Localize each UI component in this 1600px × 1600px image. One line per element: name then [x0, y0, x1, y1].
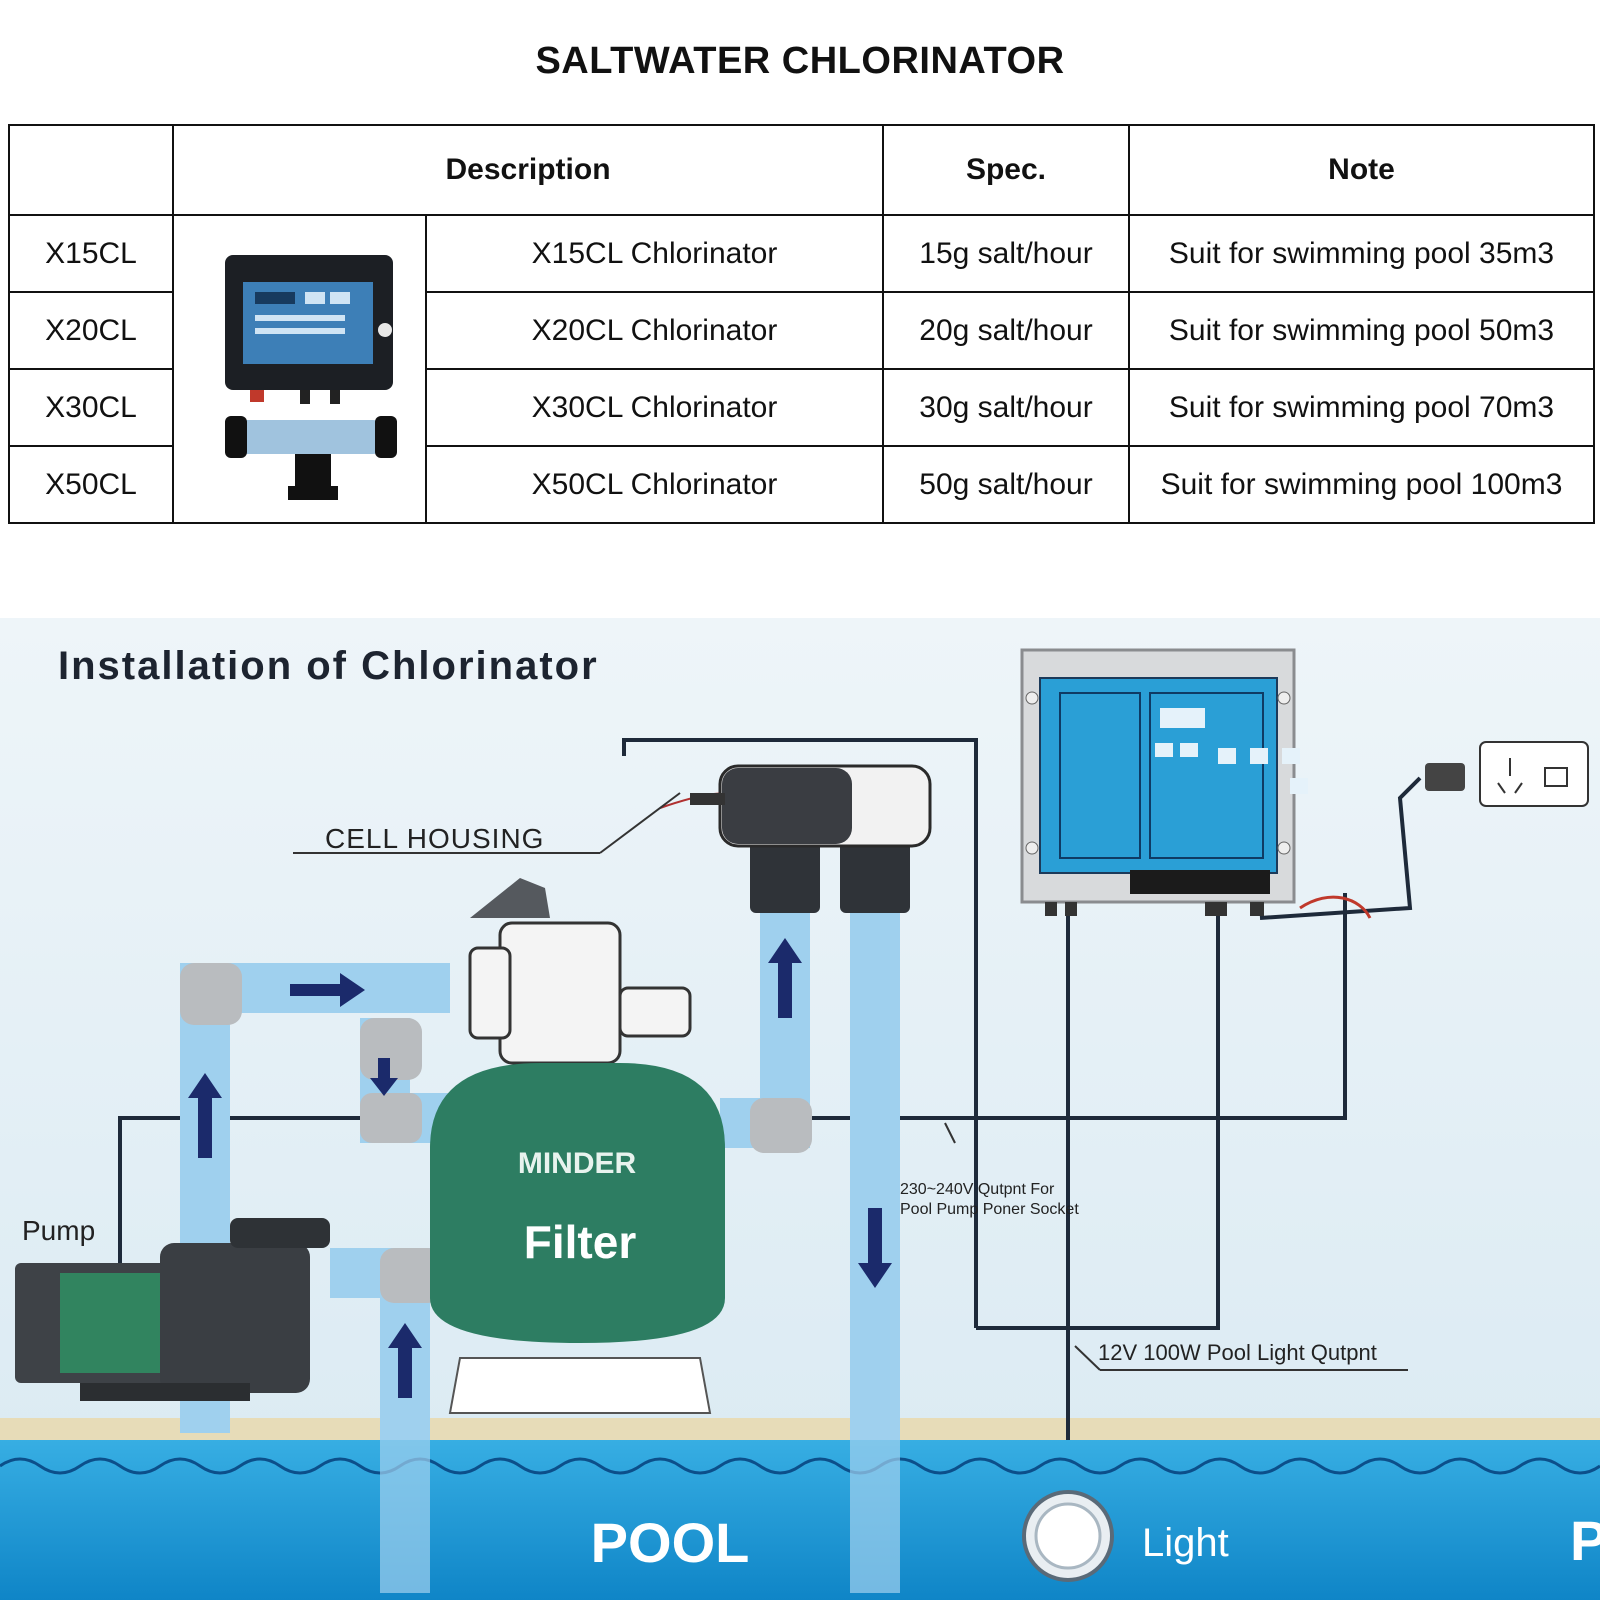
flow-arrows [188, 938, 892, 1398]
cell-housing-leader-diagonal [599, 792, 681, 854]
model-cell: X20CL [8, 291, 174, 370]
pump [15, 1218, 330, 1401]
pool-edge-label: P [1570, 1509, 1600, 1572]
outlet-label-line1: 230~240V Qutpnt For [900, 1181, 1055, 1198]
light-outlet-leader [1074, 1345, 1101, 1371]
description-cell: X50CL Chlorinator [425, 445, 884, 524]
table-row: X30CL X30CL Chlorinator 30g salt/hour Su… [8, 368, 1595, 447]
spec-cell: 15g salt/hour [882, 214, 1130, 293]
panel-wires [1299, 895, 1372, 919]
light-outlet-label: 12V 100W Pool Light Qutpnt [1098, 1340, 1377, 1365]
pool-waves [0, 1457, 1600, 1475]
spec-cell: 30g salt/hour [882, 368, 1130, 447]
filter-label: Filter [524, 1216, 637, 1268]
spec-cell: 20g salt/hour [882, 291, 1130, 370]
outlet-label-line2: Pool Pump Poner Socket [900, 1201, 1079, 1218]
pool-label: POOL [591, 1511, 750, 1574]
note-cell: Suit for swimming pool 70m3 [1128, 368, 1595, 447]
note-cell: Suit for swimming pool 100m3 [1128, 445, 1595, 524]
arrow-up-icon [188, 1073, 222, 1158]
model-cell: X15CL [8, 214, 174, 293]
return-pipe-in-pool [850, 1438, 900, 1593]
header-description: Description [172, 124, 884, 216]
arrow-up-icon [388, 1323, 422, 1398]
model-cell: X30CL [8, 368, 174, 447]
description-cell: X15CL Chlorinator [425, 214, 884, 293]
outlet-leader [944, 1122, 956, 1144]
table-header-row: Description Spec. Note [8, 124, 1595, 216]
filter-brand: MINDER [518, 1147, 637, 1180]
description-cell: X30CL Chlorinator [425, 368, 884, 447]
installation-diagram: Installation of Chlorinator [0, 618, 1600, 1600]
header-note: Note [1128, 124, 1595, 216]
chlorinator-product-image [224, 255, 397, 500]
note-cell: Suit for swimming pool 50m3 [1128, 291, 1595, 370]
arrow-right-icon [290, 973, 365, 1007]
control-panel [1020, 648, 1308, 916]
wall-socket [1425, 741, 1589, 807]
arrow-down-icon [858, 1208, 892, 1288]
description-cell: X20CL Chlorinator [425, 291, 884, 370]
deck [0, 1418, 1600, 1440]
spec-cell: 50g salt/hour [882, 445, 1130, 524]
model-cell: X50CL [8, 445, 174, 524]
pool-water [0, 1440, 1600, 1600]
sand-filter [430, 878, 725, 1414]
table-row: X15CL X15CL Chlorinator [8, 214, 1595, 524]
diagram-title: Installation of Chlorinator [58, 644, 599, 688]
pool-light-icon [1022, 1490, 1114, 1582]
cell-housing-label: CELL HOUSING [325, 823, 544, 854]
product-image-cell [172, 214, 427, 524]
header-model [8, 124, 174, 216]
note-cell: Suit for swimming pool 35m3 [1128, 214, 1595, 293]
header-spec: Spec. [882, 124, 1130, 216]
page-title: SALTWATER CHLORINATOR [535, 40, 1065, 82]
table-row: X50CL X50CL Chlorinator 50g salt/hour Su… [8, 445, 1595, 524]
light-label: Light [1142, 1521, 1229, 1565]
table-row: X20CL X20CL Chlorinator 20g salt/hour Su… [8, 291, 1595, 370]
pump-label: Pump [22, 1215, 95, 1246]
suction-pipe-in-pool [380, 1438, 430, 1593]
arrow-down-icon [370, 1058, 398, 1096]
spec-table: Description Spec. Note X15CL [8, 124, 1595, 524]
arrow-up-icon [768, 938, 802, 1018]
cell-housing [690, 764, 932, 913]
